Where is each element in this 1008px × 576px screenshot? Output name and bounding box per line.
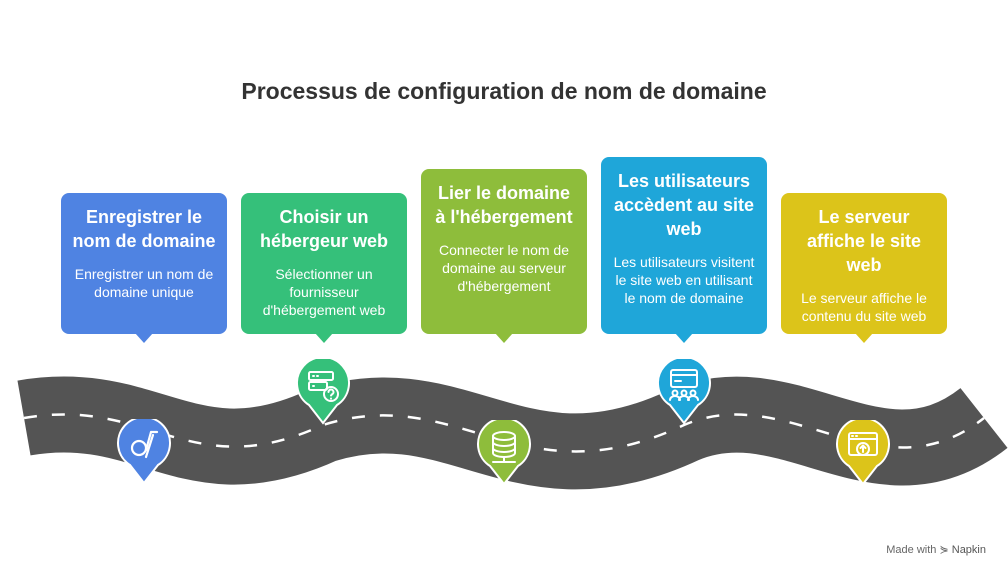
- step-card-hosting: Choisir un hébergeur web Sélectionner un…: [241, 193, 407, 343]
- step-card-register: Enregistrer le nom de domaine Enregistre…: [61, 193, 227, 343]
- step-heading: Enregistrer le nom de domaine: [72, 207, 216, 251]
- step-card-users: Les utilisateurs accèdent au site web Le…: [601, 157, 767, 343]
- made-with-label: Made with: [886, 544, 937, 556]
- made-with-footer: Made with ⋟ Napkin: [886, 543, 986, 556]
- database-icon: [477, 420, 531, 486]
- brand-name: Napkin: [951, 544, 986, 556]
- step-card-link: Lier le domaine à l'hébergement Connecte…: [421, 169, 587, 343]
- step-heading: Le serveur affiche le site web: [806, 207, 922, 275]
- users-browser-icon: [657, 359, 711, 425]
- step-card-server: Le serveur affiche le site web Le serveu…: [781, 193, 947, 343]
- step-heading: Les utilisateurs accèdent au site web: [613, 171, 755, 239]
- step-heading: Lier le domaine à l'hébergement: [435, 183, 573, 227]
- napkin-logo-icon: ⋟: [939, 544, 949, 556]
- step-heading: Choisir un hébergeur web: [259, 207, 389, 251]
- domain-name-icon: [117, 419, 171, 485]
- step-description: Enregistrer un nom de domaine unique: [74, 266, 214, 300]
- diagram-title: Processus de configuration de nom de dom…: [241, 78, 767, 104]
- step-description: Les utilisateurs visitent le site web en…: [613, 254, 755, 306]
- step-description: Connecter le nom de domaine au serveur d…: [439, 242, 569, 294]
- step-description: Sélectionner un fournisseur d'hébergemen…: [262, 266, 386, 318]
- step-description: Le serveur affiche le contenu du site we…: [801, 290, 927, 324]
- browser-upload-icon: [836, 420, 890, 486]
- server-question-icon: [296, 359, 350, 425]
